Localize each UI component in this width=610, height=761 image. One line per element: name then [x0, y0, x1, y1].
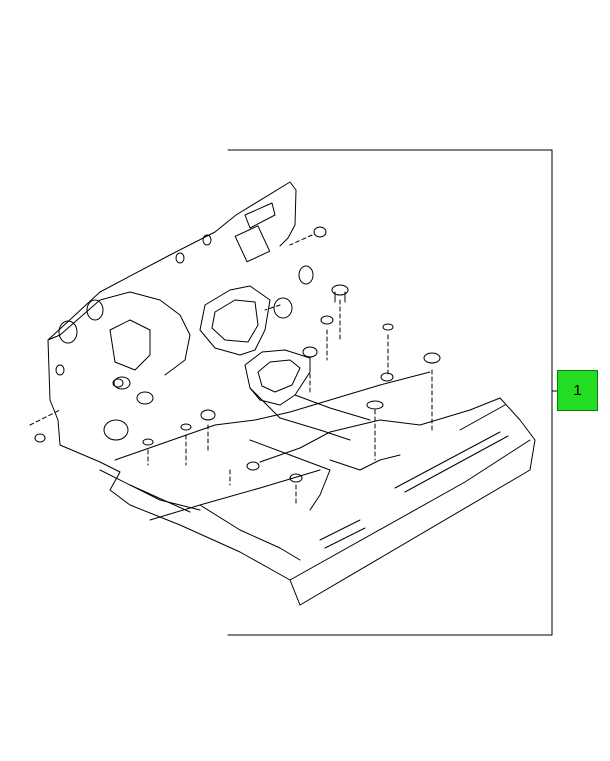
callout-1-button[interactable]: 1: [557, 370, 598, 411]
floor-pan: [47, 181, 536, 606]
callout-bracket: [227, 149, 553, 636]
fastener-group: [29, 234, 433, 506]
fastener-heads: [34, 226, 441, 483]
